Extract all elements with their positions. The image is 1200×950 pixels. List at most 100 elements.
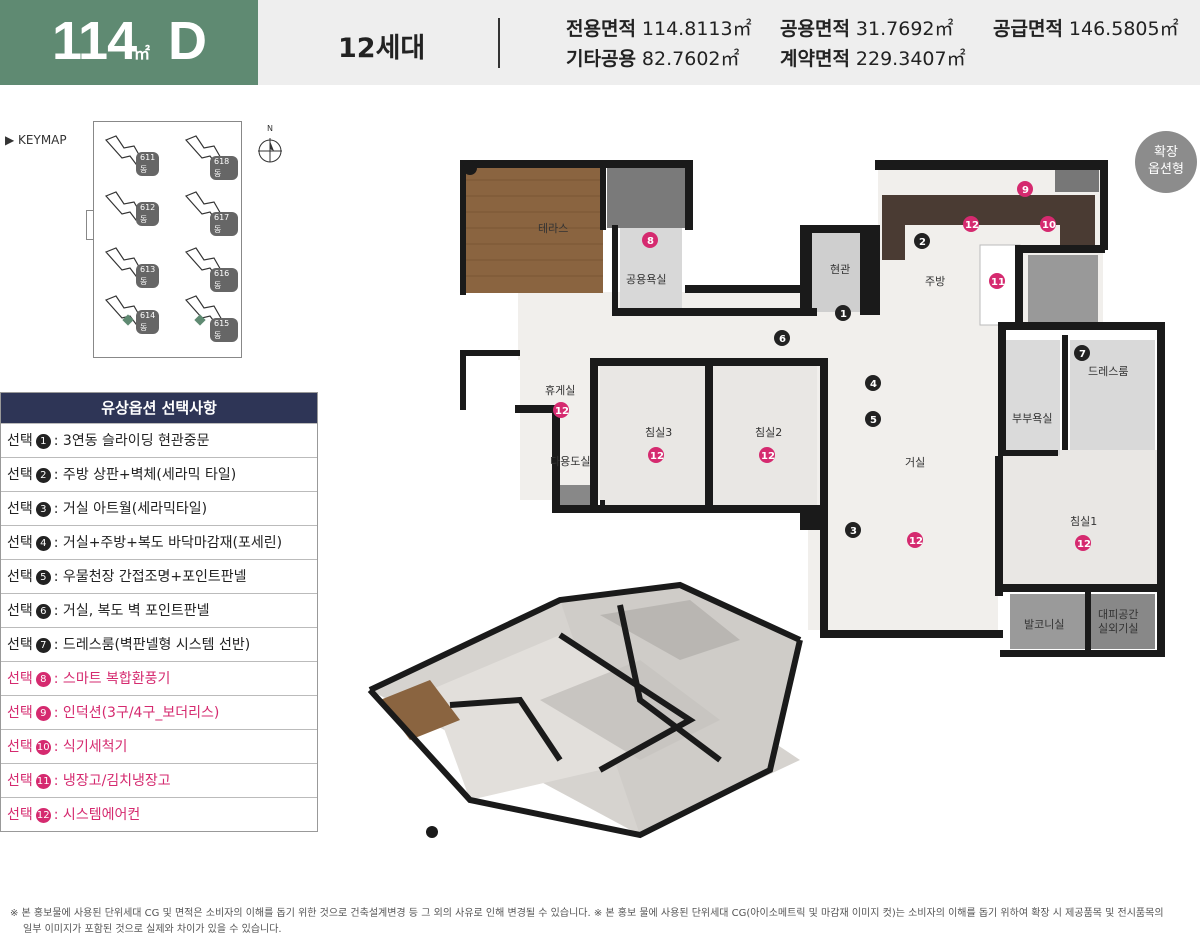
option-marker-12: 12	[759, 447, 775, 463]
building-tag: 613동	[136, 264, 160, 288]
room-label-terrace: 테라스	[538, 222, 568, 235]
option-number-badge: 6	[35, 604, 51, 619]
room-label-shelter: 대피공간 실외기실	[1098, 608, 1142, 635]
option-prefix: 선택	[7, 501, 33, 517]
building-tag: 616동	[210, 268, 238, 292]
disclaimer-footnote: ※ 본 홍보물에 사용된 단위세대 CG 및 면적은 소비자의 이해를 돕기 위…	[10, 906, 1190, 938]
option-marker-8: 8	[642, 232, 658, 248]
building-tag: 611동	[136, 152, 160, 176]
room-label-bedroom3: 침실3	[645, 426, 672, 439]
option-text: : 식기세척기	[53, 739, 128, 755]
master-bath-floor	[1005, 340, 1060, 455]
option-text: : 거실, 복도 벽 포인트판넬	[53, 603, 210, 619]
building-618: 618동	[182, 134, 238, 180]
terrace-column	[463, 161, 477, 175]
disclaimer-line2: 일부 이미지가 포함된 것으로 실제와 차이가 있을 수 있습니다.	[23, 924, 282, 935]
contract-area-label: 계약면적	[780, 48, 850, 70]
building-tag: 612동	[136, 202, 160, 226]
building-tag: 617동	[210, 212, 238, 236]
unit-type-unit: ㎡	[134, 44, 151, 63]
other-common-area-label: 기타공용	[566, 48, 636, 70]
svg-text:7: 7	[1079, 349, 1086, 360]
disclaimer-line1: ※ 본 홍보물에 사용된 단위세대 CG 및 면적은 소비자의 이해를 돕기 위…	[10, 908, 1164, 919]
kitchen-counter	[882, 195, 1095, 260]
option-number-badge: 5	[35, 570, 51, 585]
kitchen-balcony	[1055, 170, 1099, 192]
option-text: : 스마트 복합환풍기	[53, 671, 171, 687]
option-marker-2: 2	[914, 233, 930, 249]
option-marker-12: 12	[648, 447, 664, 463]
option-number-badge: 10	[35, 740, 51, 755]
room-label-utility: 다용도실	[550, 455, 590, 468]
option-prefix: 선택	[7, 433, 33, 449]
option-prefix: 선택	[7, 535, 33, 551]
building-616: 616동	[182, 246, 238, 292]
terrace-outdoor-unit	[607, 168, 687, 228]
option-marker-12: 12	[963, 216, 979, 232]
option-marker-9: 9	[1017, 181, 1033, 197]
svg-text:4: 4	[870, 379, 877, 390]
svg-text:11: 11	[991, 277, 1005, 288]
option-prefix: 선택	[7, 705, 33, 721]
option-number-badge: 12	[35, 808, 51, 823]
svg-text:12: 12	[909, 536, 923, 547]
keymap-site-notch	[86, 210, 95, 240]
option-number-badge: 9	[35, 706, 51, 721]
option-prefix: 선택	[7, 807, 33, 823]
option-marker-11: 11	[989, 273, 1005, 289]
option-number-badge: 11	[35, 774, 51, 789]
building-612: 612동	[102, 190, 160, 230]
badge-line1: 확장	[1154, 145, 1178, 160]
svg-text:12: 12	[965, 220, 979, 231]
option-prefix: 선택	[7, 637, 33, 653]
option-marker-6: 6	[774, 330, 790, 346]
svg-text:5: 5	[870, 415, 877, 426]
option-text: : 거실 아트월(세라믹타일)	[53, 501, 208, 517]
option-prefix: 선택	[7, 467, 33, 483]
room-label-master-bath: 부부욕실	[1012, 412, 1052, 425]
option-number-badge: 4	[35, 536, 51, 551]
svg-text:6: 6	[779, 334, 786, 345]
svg-text:12: 12	[555, 406, 569, 417]
option-marker-7: 7	[1074, 345, 1090, 361]
shelter-line2: 실외기실	[1098, 622, 1138, 635]
option-markers: 1 2 3 4 5 6 7 8 9 10 11 12 12 12 12 12 1…	[553, 181, 1091, 551]
unit-type-number: 114	[52, 11, 137, 71]
keymap-edge	[241, 121, 242, 358]
paid-options-title: 유상옵션 선택사항	[1, 393, 317, 423]
common-area-value: 31.7692㎡	[855, 18, 954, 40]
option-text: : 우물천장 간접조명+포인트판넬	[53, 569, 247, 585]
shelter-line1: 대피공간	[1098, 608, 1138, 621]
svg-text:12: 12	[761, 451, 775, 462]
room-label-dressroom: 드레스룸	[1088, 365, 1128, 378]
compass-icon	[258, 138, 282, 163]
option-prefix: 선택	[7, 603, 33, 619]
building-615: 615동	[182, 294, 238, 342]
exclusive-area-value: 114.8113㎡	[641, 18, 752, 40]
terrace-planks	[465, 179, 603, 277]
household-count: 12세대	[338, 33, 426, 64]
option-text: : 냉장고/김치냉장고	[53, 773, 171, 789]
option-text: : 드레스룸(벽판넬형 시스템 선반)	[53, 637, 251, 653]
badge-line2: 옵션형	[1148, 162, 1184, 177]
pantry-floor	[1028, 255, 1098, 323]
plan-walls	[460, 160, 1165, 657]
keymap-site: 611동 618동 612동 617동 613동 616동 614동 615동	[93, 121, 242, 358]
exclusive-area-label: 전용면적	[566, 18, 636, 40]
building-617: 617동	[182, 190, 238, 236]
isometric-unit-model	[367, 581, 803, 839]
option-marker-5: 5	[865, 411, 881, 427]
option-marker-12: 12	[553, 402, 569, 418]
building-tag: 614동	[136, 310, 160, 334]
room-label-common-bath: 공용욕실	[626, 273, 666, 286]
terrace-deck	[465, 165, 603, 293]
